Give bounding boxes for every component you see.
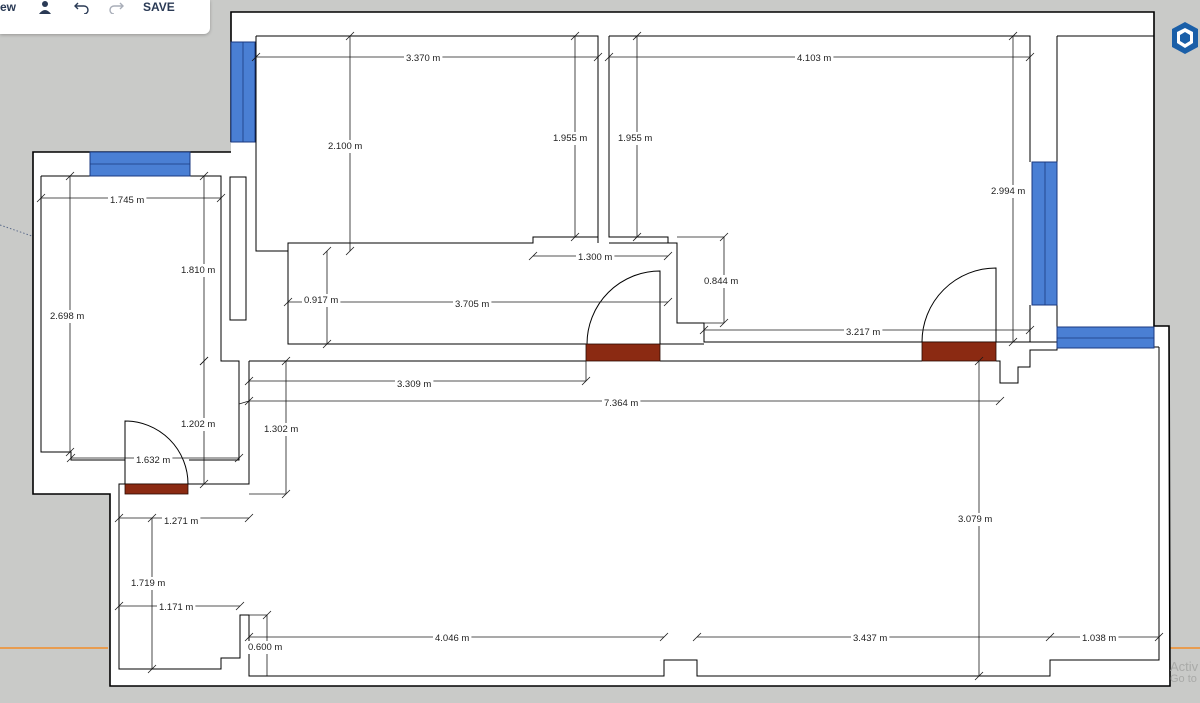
dim-label-background [989,185,1028,198]
view-menu-button[interactable]: ew [0,0,17,14]
dim-label: 1.745 m [110,195,144,206]
dim-label-background [262,423,301,436]
dim-label: 1.955 m [618,133,652,144]
dim-label: 1.171 m [159,602,193,613]
dim-label: 3.370 m [406,53,440,64]
activate-watermark-line: Activ [1170,659,1199,674]
redo-icon[interactable] [108,0,124,16]
dim-label-background [302,294,341,307]
top-toolbar: ew SAVE [0,0,210,34]
door-swings [124,267,997,485]
person-icon[interactable] [38,0,52,16]
dim-label: 0.917 m [304,295,338,306]
activate-watermark-subline: Go to [1170,673,1197,685]
dim-label-background [844,326,883,339]
dim-label: 1.955 m [553,133,587,144]
dim-label-background [129,577,168,590]
dim-label-background [134,454,173,467]
dim-label: 1.632 m [136,455,170,466]
dim-label-background [246,641,285,654]
outer-wall [32,11,1171,687]
dim-label: 3.437 m [853,633,887,644]
windows [89,41,1155,349]
dim-label-background [795,52,834,65]
doors[interactable] [124,341,997,495]
dim-label: 1.302 m [264,424,298,435]
door-bedroom-2 [921,341,997,362]
dim-label: 3.217 m [846,327,880,338]
dim-label: 3.079 m [958,514,992,525]
dim-label: 2.994 m [991,186,1025,197]
dimension-labels: 3.370 m 4.103 m 2.100 m 1.955 m 1.955 m … [48,52,1119,654]
axis-dotted [0,224,33,237]
dim-label-background [395,378,434,391]
dim-label-background [956,513,995,526]
dim-label-background [179,418,218,431]
dim-label: 0.600 m [248,642,282,653]
dim-label-background [326,140,365,153]
sketchup-logo-icon[interactable] [1170,20,1200,60]
door-bedroom-1 [585,343,661,362]
dim-label-background [1080,632,1119,645]
save-button[interactable]: SAVE [143,0,175,14]
dim-label: 1.271 m [164,516,198,527]
dim-label-background [851,632,890,645]
window-bottom-right [1056,326,1155,349]
dim-label: 1.300 m [578,252,612,263]
dim-label-background [157,601,196,614]
dim-label: 4.046 m [435,633,469,644]
dim-label-background [108,194,147,207]
dim-label-background [48,310,87,323]
dim-label: 2.698 m [50,311,84,322]
dim-label-background [433,632,472,645]
undo-icon[interactable] [74,0,90,16]
door-left-room [124,483,189,495]
dim-label-background [702,275,741,288]
dim-label: 1.810 m [181,265,215,276]
interior-walls [40,35,1160,677]
dim-label: 7.364 m [604,398,638,409]
dim-label-background [179,264,218,277]
dim-label-background [576,251,615,264]
dim-label-background [453,298,492,311]
dim-label: 1.038 m [1082,633,1116,644]
window-right [1031,161,1058,306]
dim-label-background [162,515,201,528]
activate-windows-watermark: Activ Go to [1170,660,1198,686]
dim-label: 0.844 m [704,276,738,287]
dim-label-background [551,132,590,145]
dim-label: 2.100 m [328,141,362,152]
dim-label: 3.705 m [455,299,489,310]
dim-label-background [404,52,443,65]
dim-label: 1.202 m [181,419,215,430]
dim-label: 4.103 m [797,53,831,64]
dim-label: 1.719 m [131,578,165,589]
dim-label: 3.309 m [397,379,431,390]
dim-label-background [616,132,655,145]
dim-label-background [602,397,641,410]
